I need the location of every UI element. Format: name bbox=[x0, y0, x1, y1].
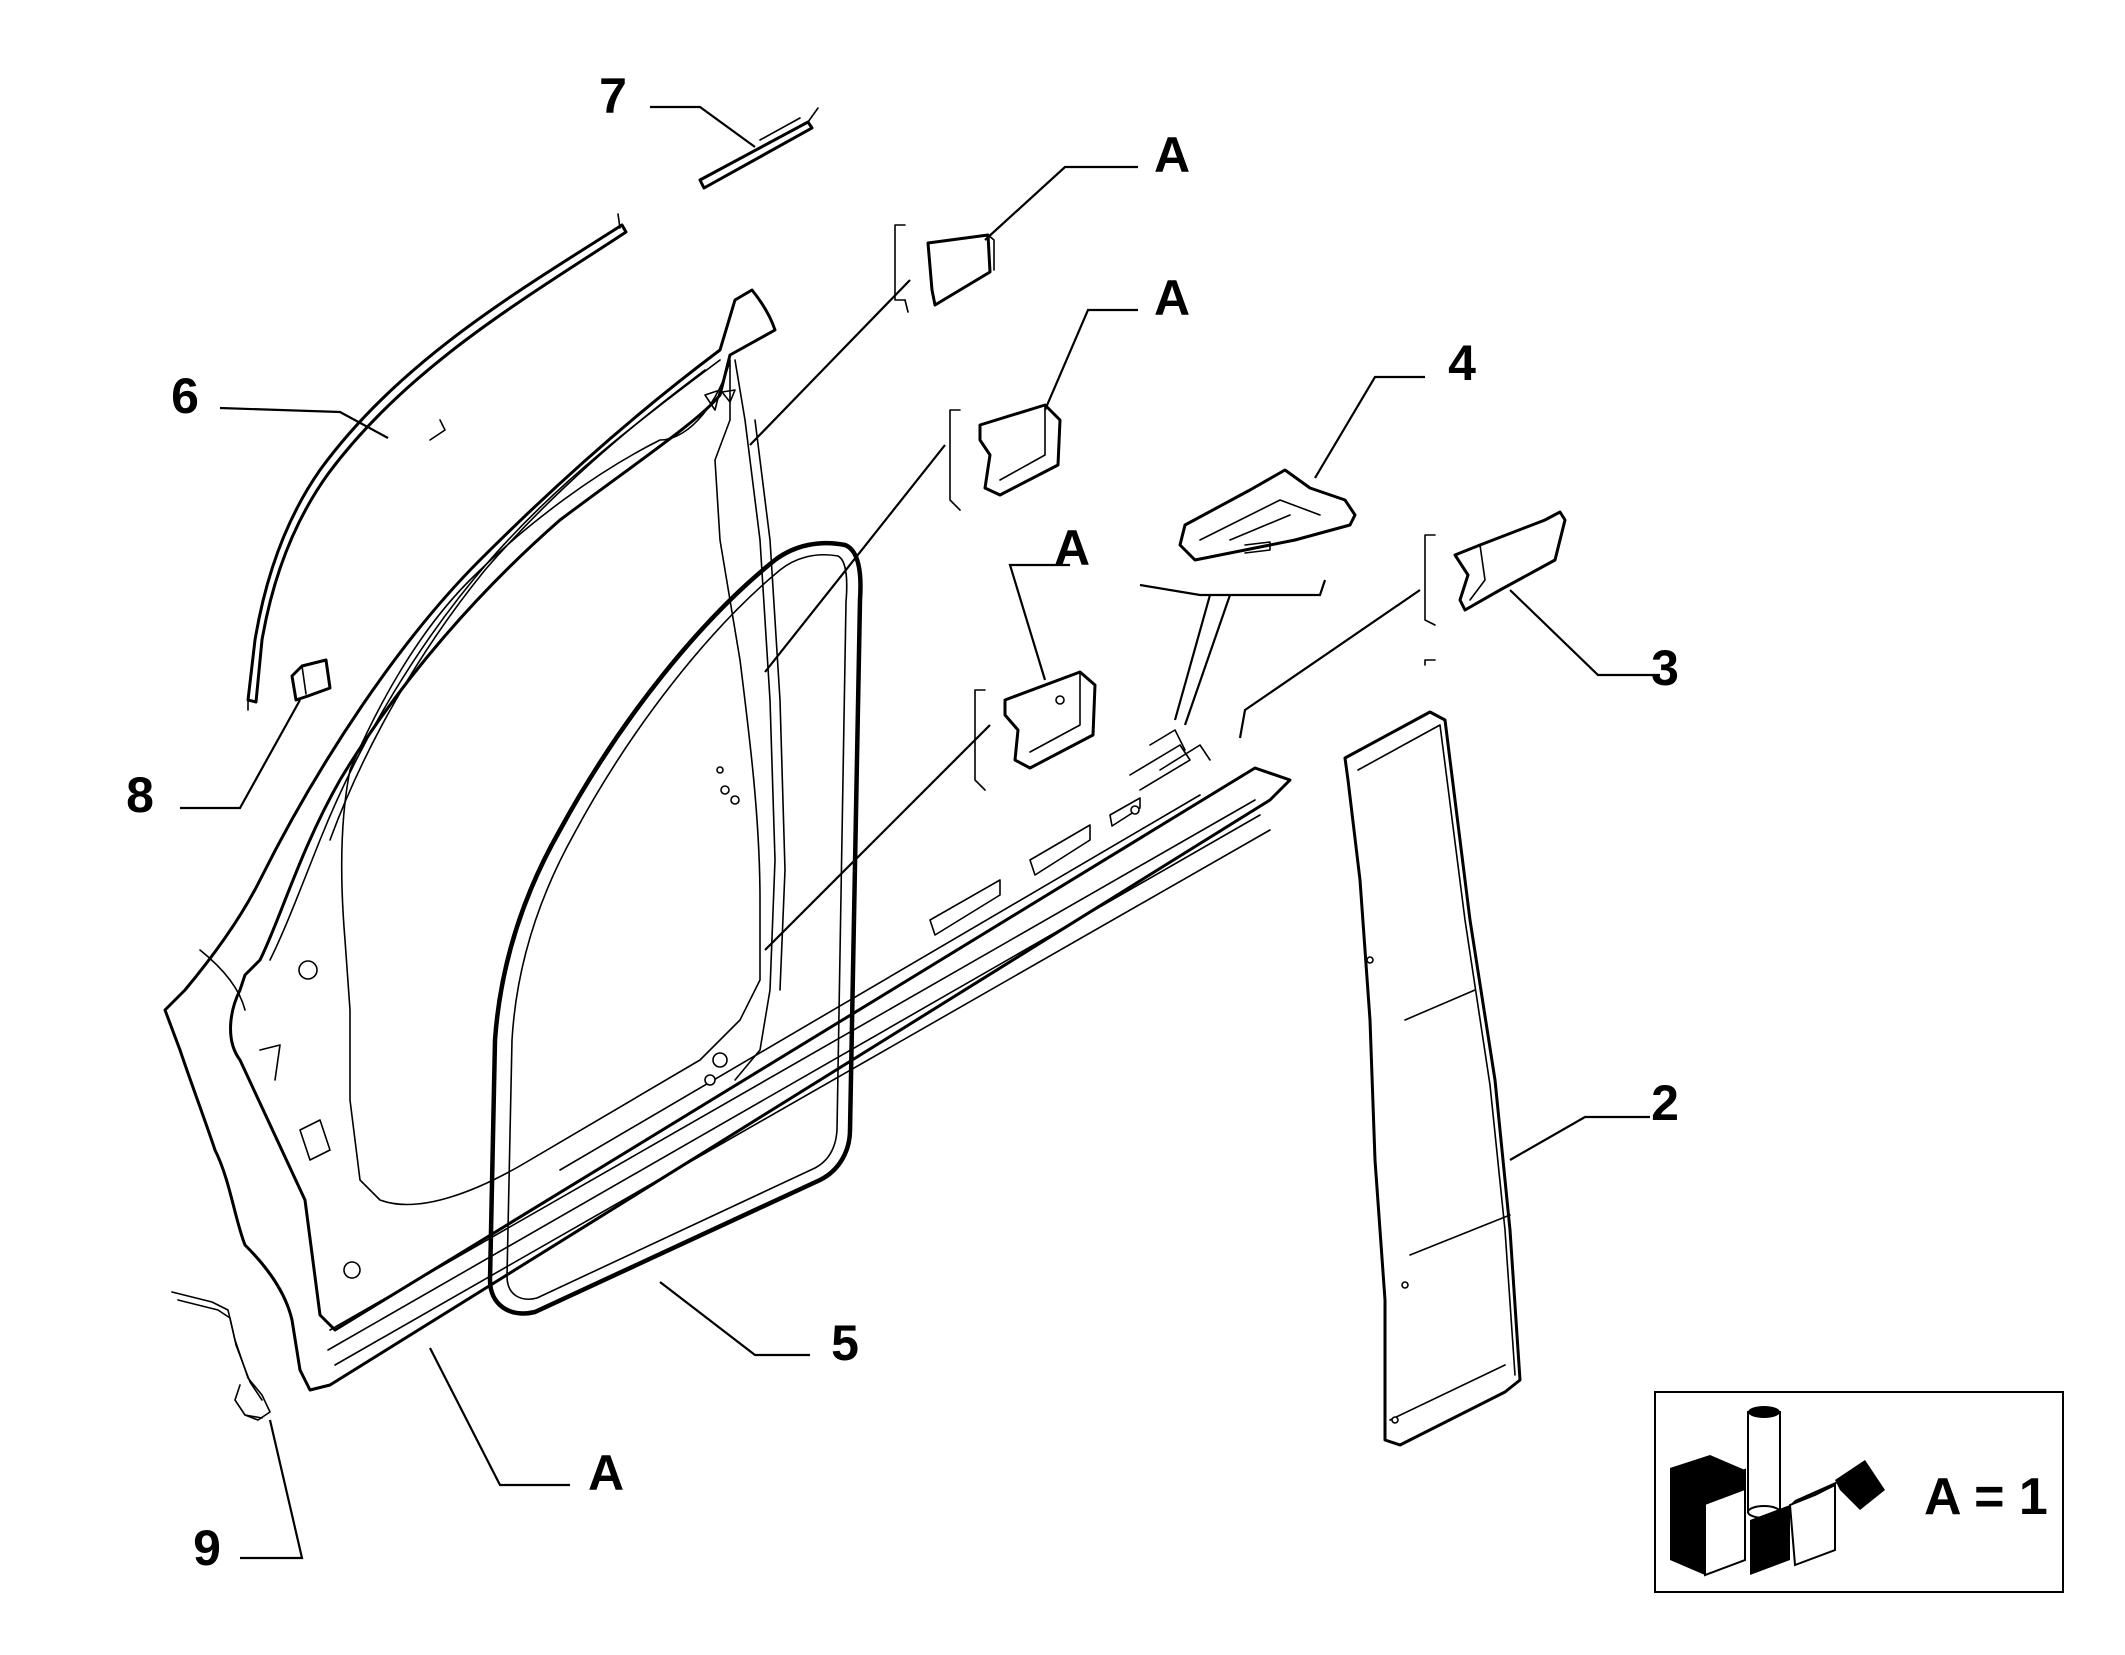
leader-lines bbox=[180, 105, 1660, 1560]
part-a-upper-reinforcement bbox=[949, 403, 1062, 511]
part-8-bracket bbox=[290, 658, 332, 702]
callout-a-upper: A bbox=[1154, 270, 1190, 326]
part-3-corner-bracket bbox=[1424, 510, 1567, 666]
fiat-sealant-kit-icon bbox=[1670, 1406, 1885, 1577]
legend-text: A = 1 bbox=[1924, 1468, 2048, 1526]
callout-8: 8 bbox=[126, 767, 154, 823]
callout-a-bottom: A bbox=[588, 1445, 624, 1501]
legend: A = 1 bbox=[1654, 1391, 2064, 1593]
callout-4: 4 bbox=[1448, 335, 1476, 391]
part-9-wire-bracket bbox=[171, 1291, 271, 1421]
part-7-roof-trim-strip bbox=[698, 107, 819, 190]
part-5-door-seal bbox=[487, 540, 863, 1316]
callout-7: 7 bbox=[599, 68, 627, 124]
callout-6: 6 bbox=[171, 368, 199, 424]
part-6-roof-moulding bbox=[246, 213, 628, 711]
callout-2: 2 bbox=[1651, 1075, 1679, 1131]
callout-3: 3 bbox=[1651, 640, 1679, 696]
callout-5: 5 bbox=[831, 1315, 859, 1371]
callout-a-mid: A bbox=[1054, 520, 1090, 576]
callout-9: 9 bbox=[193, 1520, 221, 1576]
part-2-b-pillar-panel bbox=[1343, 710, 1522, 1447]
part-4-sill-bracket bbox=[1178, 468, 1357, 562]
callout-labels: 7 6 8 9 A A A 4 3 2 5 A bbox=[126, 68, 1679, 1576]
part-a-mid-reinforcement bbox=[974, 670, 1097, 791]
part-a-top-reinforcement bbox=[894, 224, 995, 313]
callout-a-top: A bbox=[1154, 127, 1190, 183]
